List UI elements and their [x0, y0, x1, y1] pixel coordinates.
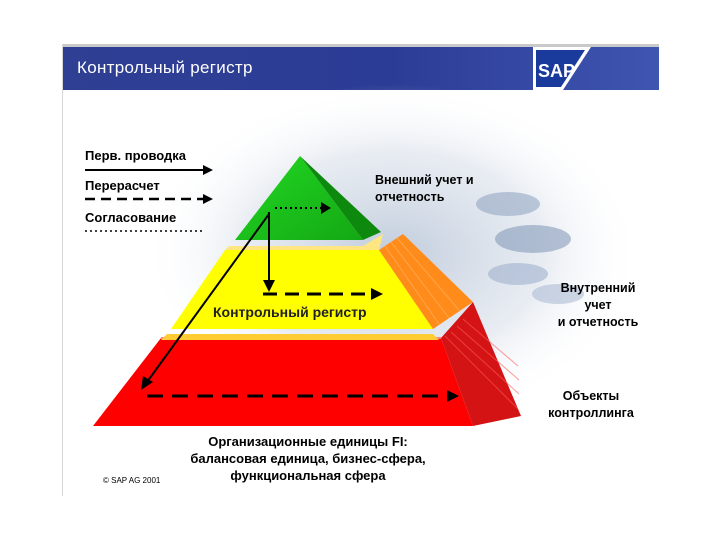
arrow-middle-dashed-head: [371, 288, 383, 300]
sap-logo-text: SAP: [538, 61, 575, 81]
sap-logo: SAP: [533, 47, 591, 90]
caption-line-3: функциональная сфера: [230, 468, 386, 483]
bottom-side-line-1: Объекты: [562, 389, 620, 403]
middle-tier-inner-label: Контрольный регистр: [213, 304, 367, 320]
middle-tier-side-label: Внутренний учет и отчетность: [543, 280, 653, 331]
legend-label-recalculation: Перерасчет: [85, 178, 160, 193]
legend-label-primary-posting: Перв. проводка: [85, 148, 187, 163]
org-units-caption: Организационные единицы FI: балансовая е…: [143, 433, 473, 484]
arrow-top-dotted-head: [321, 202, 331, 214]
middle-lower-band: [161, 334, 439, 340]
pyramid-diagram: [85, 84, 643, 426]
middle-side-stripes: [384, 237, 460, 325]
middle-side-line-2: учет: [584, 298, 612, 312]
arrow-diagonal: [146, 213, 270, 383]
arrow-diagonal-head: [141, 376, 153, 390]
caption-line-1: Организационные единицы FI:: [208, 434, 408, 449]
header-rule: [63, 44, 659, 47]
caption-line-2: балансовая единица, бизнес-сфера,: [190, 451, 426, 466]
legend-arrow-solid: [203, 165, 213, 175]
pyramid-middle-face: [171, 250, 433, 329]
slide-title: Контрольный регистр: [77, 58, 253, 77]
bottom-side-stripes: [444, 318, 520, 410]
middle-side-line-3: и отчетность: [557, 315, 639, 329]
pyramid-top-side: [300, 156, 381, 240]
arrow-vertical-head: [263, 280, 275, 292]
middle-side-line-1: Внутренний: [560, 281, 636, 295]
pyramid-top-front: [235, 156, 363, 240]
legend-label-reconciliation: Согласование: [85, 210, 177, 225]
bottom-tier-side-label: Объекты контроллинга: [535, 388, 647, 422]
slide: Контрольный регистр SAP: [62, 44, 659, 496]
bottom-side-line-2: контроллинга: [548, 406, 634, 420]
top-tier-label: Внешний учет и отчетность: [375, 173, 474, 204]
coins-image: [476, 192, 584, 304]
pyramid-bottom-side: [441, 302, 521, 426]
legend-arrow-dashed: [203, 194, 213, 204]
pyramid-bottom-face: [93, 338, 473, 426]
arrow-bottom-dashed-head: [447, 390, 459, 402]
pyramid-top-base: [225, 234, 383, 250]
copyright-text: © SAP AG 2001: [103, 476, 161, 485]
